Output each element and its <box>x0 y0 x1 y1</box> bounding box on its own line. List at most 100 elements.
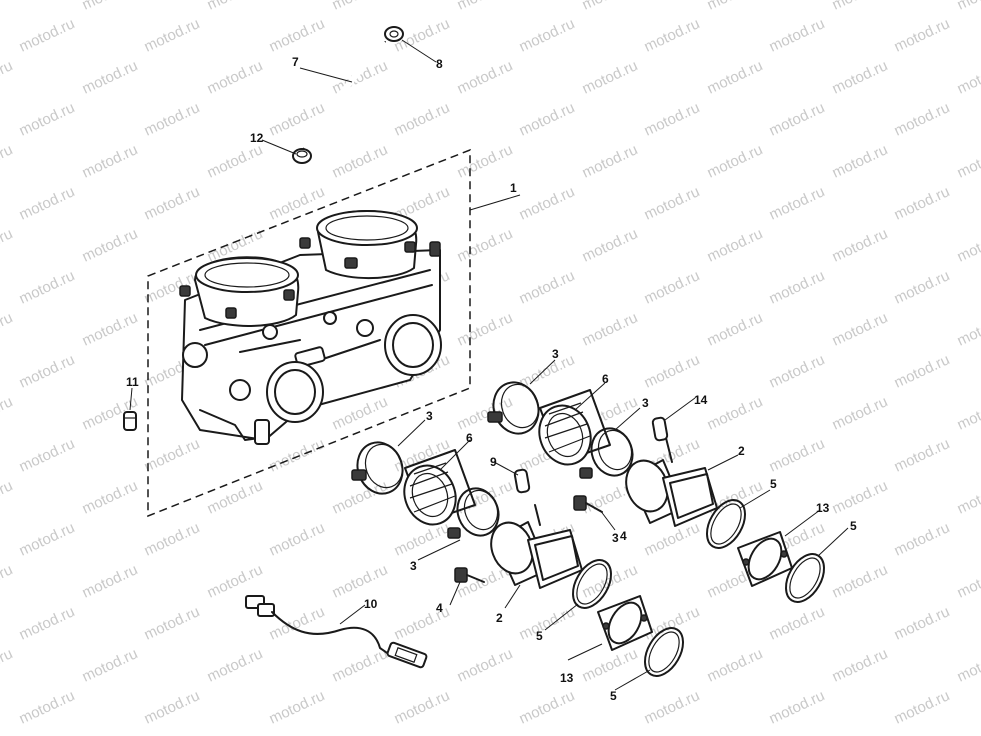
watermark-text: motod.ru <box>642 15 703 55</box>
watermark-text: motod.ru <box>580 225 641 265</box>
watermark-text: motod.ru <box>767 351 828 391</box>
watermark-text: motod.ru <box>517 267 578 307</box>
callout-4: 4 <box>620 529 627 543</box>
watermark-text: motod.ru <box>642 183 703 223</box>
watermark-text: motod.ru <box>955 645 981 685</box>
watermark-text: motod.ru <box>705 309 766 349</box>
watermark-text: motod.ru <box>267 687 328 727</box>
callout-3: 3 <box>552 347 559 361</box>
watermark-text: motod.ru <box>80 645 141 685</box>
watermark-text: motod.ru <box>517 687 578 727</box>
watermark-text: motod.ru <box>330 477 391 517</box>
watermark-text: motod.ru <box>455 141 516 181</box>
watermark-text: motod.ru <box>767 15 828 55</box>
watermark-text: motod.ru <box>267 15 328 55</box>
watermark-text: motod.ru <box>142 687 203 727</box>
callout-numbers: 1 2 2 3 3 3 3 3 4 4 5 5 5 5 6 6 7 8 9 10… <box>126 55 857 703</box>
watermark-text: motod.ru <box>830 141 891 181</box>
watermark-text: motod.ru <box>955 561 981 601</box>
watermark-text: motod.ru <box>830 0 891 14</box>
watermark-text: motod.ru <box>767 99 828 139</box>
o-ring-5-lower <box>644 627 684 677</box>
watermark-text: motod.ru <box>642 267 703 307</box>
watermark-text: motod.ru <box>142 183 203 223</box>
watermark-text: motod.ru <box>830 645 891 685</box>
watermark-text: motod.ru <box>142 435 203 475</box>
fuel-hose-7 <box>301 39 388 150</box>
watermark-text: motod.ru <box>892 15 953 55</box>
watermark-text: motod.ru <box>705 645 766 685</box>
watermark-text: motod.ru <box>705 225 766 265</box>
callout-13: 13 <box>560 671 574 685</box>
watermark-text: motod.ru <box>767 183 828 223</box>
callout-3: 3 <box>612 531 619 545</box>
carburetor-assembly <box>179 210 442 445</box>
callout-2: 2 <box>738 444 745 458</box>
watermark-text: motod.ru <box>580 0 641 14</box>
callout-12: 12 <box>250 131 264 145</box>
callout-4: 4 <box>436 601 443 615</box>
watermark-text: motod.ru <box>392 519 453 559</box>
watermark-text: motod.ru <box>0 645 15 685</box>
screw-4-upper <box>573 495 603 513</box>
watermark-text: motod.ru <box>17 351 78 391</box>
watermark-text: motod.ru <box>0 309 15 349</box>
watermark-text: motod.ru <box>580 141 641 181</box>
watermark-text: motod.ru <box>830 561 891 601</box>
watermark-text: motod.ru <box>80 309 141 349</box>
callout-2: 2 <box>496 611 503 625</box>
watermark-text: motod.ru <box>17 687 78 727</box>
watermark-text: motod.ru <box>392 603 453 643</box>
watermark-text: motod.ru <box>142 15 203 55</box>
watermark-text: motod.ru <box>517 183 578 223</box>
watermark-text: motod.ru <box>767 267 828 307</box>
watermark-text: motod.ru <box>17 435 78 475</box>
watermark-text: motod.ru <box>0 225 15 265</box>
watermark-text: motod.ru <box>80 57 141 97</box>
plate-13-upper <box>737 531 793 587</box>
callout-3: 3 <box>410 559 417 573</box>
watermark-text: motod.ru <box>330 645 391 685</box>
watermark-text: motod.ru <box>80 0 141 14</box>
watermark-text: motod.ru <box>80 561 141 601</box>
watermark-text: motod.ru <box>517 15 578 55</box>
right-intake-set <box>487 381 718 527</box>
watermark-text: motod.ru <box>767 603 828 643</box>
watermark-text: motod.ru <box>767 435 828 475</box>
watermark-text: motod.ru <box>955 309 981 349</box>
watermark-text: motod.ru <box>892 267 953 307</box>
watermark-text: motod.ru <box>17 267 78 307</box>
watermark-text: motod.ru <box>267 603 328 643</box>
watermark-text: motod.ru <box>830 477 891 517</box>
watermark-text: motod.ru <box>330 141 391 181</box>
watermark-text: motod.ru <box>892 603 953 643</box>
callout-6: 6 <box>466 431 473 445</box>
callout-5: 5 <box>770 477 777 491</box>
watermark-text: motod.ru <box>455 57 516 97</box>
callout-5: 5 <box>850 519 857 533</box>
watermark-text: motod.ru <box>892 519 953 559</box>
plate-13-lower <box>597 595 653 651</box>
watermark-text: motod.ru <box>0 141 15 181</box>
watermark-text: motod.ru <box>830 225 891 265</box>
watermark-text: motod.ru <box>767 687 828 727</box>
watermark-text: motod.ru <box>455 309 516 349</box>
watermark-text: motod.ru <box>955 0 981 14</box>
watermark-text: motod.ru <box>517 99 578 139</box>
watermark-text: motod.ru <box>205 57 266 97</box>
callout-10: 10 <box>364 597 378 611</box>
watermark-text: motod.ru <box>642 687 703 727</box>
watermark-text: motod.ru <box>705 0 766 14</box>
watermark-text: motod.ru <box>892 687 953 727</box>
callout-5: 5 <box>610 689 617 703</box>
watermark-text: motod.ru <box>955 393 981 433</box>
watermark-text: motod.ru <box>0 393 15 433</box>
watermark-text: motod.ru <box>455 645 516 685</box>
watermark-text: motod.ru <box>580 57 641 97</box>
watermark-text: motod.ru <box>267 99 328 139</box>
callout-8: 8 <box>436 57 443 71</box>
watermark-text: motod.ru <box>830 393 891 433</box>
watermark-text: motod.ru <box>455 225 516 265</box>
hose-clip-12 <box>292 148 312 164</box>
